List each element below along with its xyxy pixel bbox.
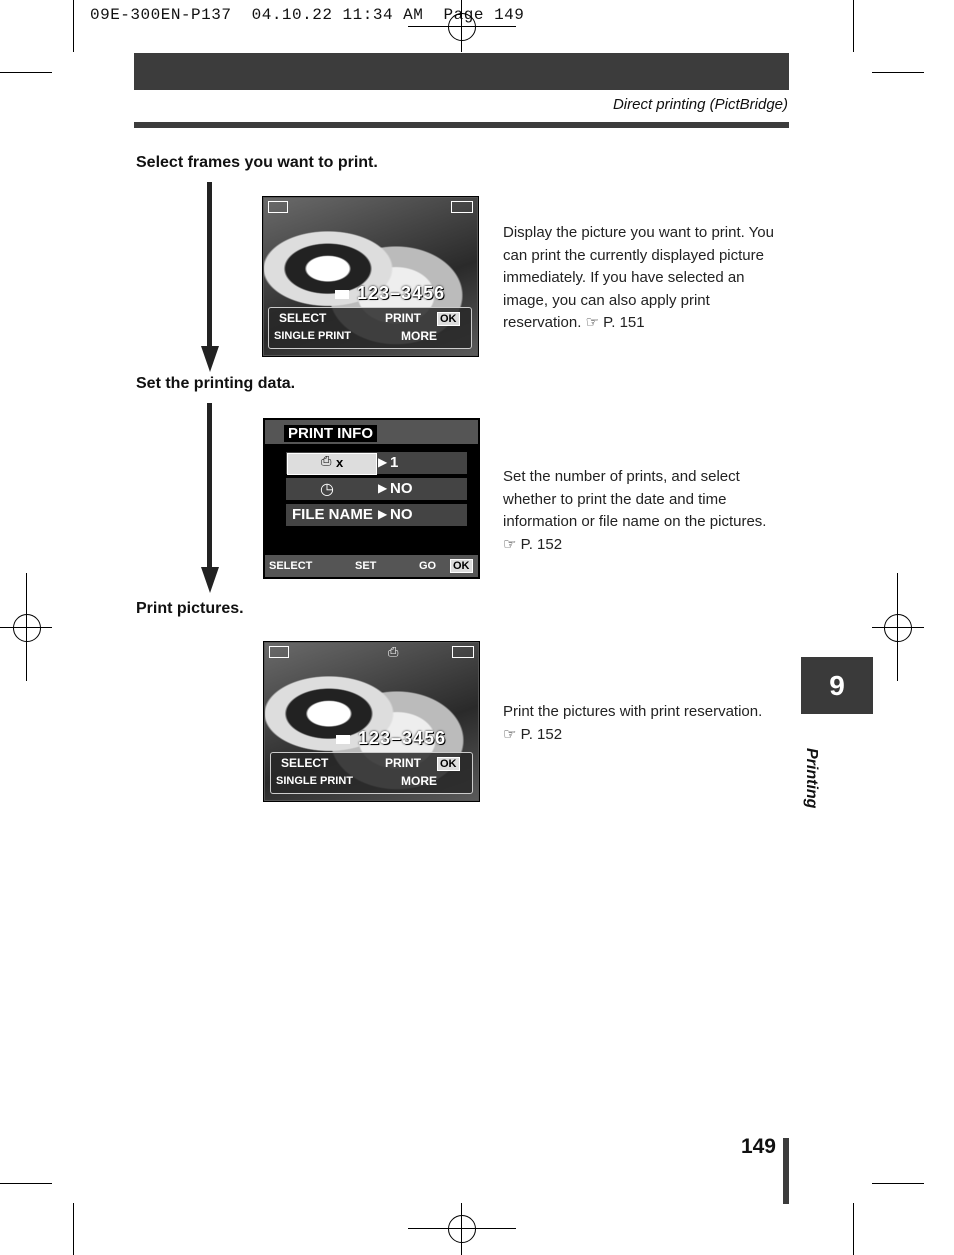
date-value: NO: [390, 480, 413, 497]
pointing-hand-icon: ☞: [503, 725, 517, 743]
file-name-value: NO: [390, 506, 413, 523]
step-3-description: Print the pictures with print reservatio…: [503, 703, 763, 743]
select-label: SELECT: [281, 756, 329, 770]
print-label: PRINT: [385, 756, 421, 770]
pointing-hand-icon: ☞: [503, 535, 517, 553]
menu-title: PRINT INFO: [284, 425, 377, 442]
select-label: SELECT: [269, 560, 313, 572]
ok-badge: OK: [437, 312, 460, 326]
arrow-right-icon: ▶: [378, 507, 388, 521]
arrow-right-icon: ▶: [378, 455, 388, 469]
ok-badge: OK: [450, 559, 473, 573]
arrow-right-icon: ▶: [378, 481, 388, 495]
section-title: Direct printing (PictBridge): [612, 96, 788, 113]
chapter-tab: 9: [801, 657, 873, 714]
ok-badge: OK: [437, 757, 460, 771]
control-panel: SELECT PRINT OK SINGLE PRINT MORE: [270, 752, 473, 794]
date-row[interactable]: ◷ ▶ NO: [286, 478, 467, 500]
control-panel: SELECT PRINT OK SINGLE PRINT MORE: [268, 307, 472, 349]
page-ref: P. 152: [520, 725, 563, 743]
battery-icon: [268, 201, 288, 213]
camera-screen-1: 123–3456 SELECT PRINT OK SINGLE PRINT MO…: [262, 196, 479, 357]
arrow-head-2: [201, 567, 219, 593]
frame-number: 123–3456: [358, 728, 447, 748]
print-icon: ⎙: [321, 453, 332, 468]
page-ref: P. 151: [603, 314, 645, 331]
card-icon: [452, 646, 474, 658]
set-label: SET: [355, 560, 377, 572]
step-1-heading: Select frames you want to print.: [136, 154, 378, 171]
copies-label: x: [336, 455, 344, 470]
page-ref: P. 152: [520, 535, 563, 553]
file-name-row[interactable]: FILE NAME ▶ NO: [286, 504, 467, 526]
print-info-screen: PRINT INFO ⎙ x ▶ 1 ◷ ▶ NO FILE NAME ▶ NO…: [263, 418, 480, 579]
pointing-hand-icon: ☞: [585, 314, 599, 331]
go-label: GO: [419, 560, 437, 572]
copies-value: 1: [390, 454, 399, 471]
card-icon: [451, 201, 473, 213]
flow-arrow-2: [207, 403, 212, 568]
chapter-title: Printing: [803, 748, 820, 809]
print-slug: 09E-300EN-P137 04.10.22 11:34 AM Page 14…: [90, 6, 525, 24]
page-number-bar: [783, 1138, 789, 1204]
copies-row[interactable]: ⎙ x ▶ 1: [286, 452, 467, 475]
page-number: 149: [740, 1135, 776, 1158]
step-2-description: Set the number of prints, and select whe…: [503, 468, 767, 553]
step-2-heading: Set the printing data.: [136, 375, 296, 392]
single-print-label: SINGLE PRINT: [274, 330, 352, 342]
more-label: MORE: [401, 774, 437, 788]
frame-number: 123–3456: [357, 283, 446, 303]
card-icon: [336, 735, 350, 744]
clock-icon: ◷: [320, 481, 334, 498]
select-label: SELECT: [279, 311, 327, 325]
print-label: PRINT: [385, 311, 421, 325]
print-icon: ⎙: [388, 644, 399, 659]
file-name-label: FILE NAME: [292, 506, 373, 523]
step-1-description: Display the picture you want to print. Y…: [503, 224, 774, 331]
arrow-head-1: [201, 346, 219, 372]
more-label: MORE: [401, 329, 437, 343]
flow-arrow-1: [207, 182, 212, 347]
header-rule: [134, 122, 789, 128]
copies-field: [287, 453, 377, 475]
step-3-heading: Print pictures.: [136, 600, 244, 617]
camera-screen-3: ⎙ 123–3456 SELECT PRINT OK SINGLE PRINT …: [263, 641, 480, 802]
menu-bottom-bar: SELECT SET GO OK: [265, 555, 478, 577]
single-print-label: SINGLE PRINT: [276, 775, 354, 787]
card-icon: [335, 290, 349, 299]
battery-icon: [269, 646, 289, 658]
header-bar: [134, 53, 789, 90]
